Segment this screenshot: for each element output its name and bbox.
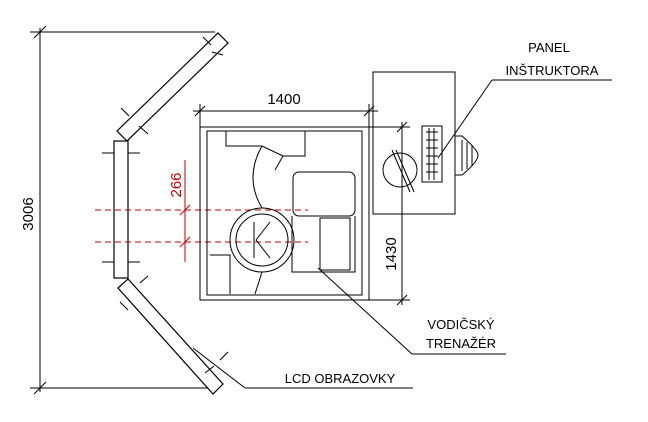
driver-seat [292,171,356,217]
steering-wheel [229,207,295,273]
panel-label-line1: PANEL [528,40,570,55]
trainer-label-line1: VODIČSKÝ [427,317,495,332]
height-dimension-label: 3006 [20,197,37,230]
leader-lines [192,79,612,389]
driving-trainer [199,126,370,301]
trainer-outer-frame [199,126,370,301]
trainer-depth-label: 1430 [383,237,400,270]
offset-dimension [95,160,308,262]
offset-dimension-label: 266 [168,172,185,197]
trainer-width-label: 1400 [267,91,300,108]
screens-label: LCD OBRAZOVKY [285,371,396,386]
lcd-screens [113,32,229,395]
lcd-screen-mounts [102,36,229,374]
trainer-width-dimension [193,104,378,130]
lcd-screen-top [116,32,229,142]
instructor-desk [372,71,456,215]
height-dimension [30,25,215,395]
lcd-screen-bottom [117,278,224,395]
instructor-panel [372,71,479,215]
trainer-label-line2: TRENAŽÉR [426,336,496,351]
panel-label-line2: INŠTRUKTORA [506,63,599,78]
instructor-monitor [421,125,443,183]
instructor-wheel [382,152,418,188]
instructor-chair [455,135,479,176]
